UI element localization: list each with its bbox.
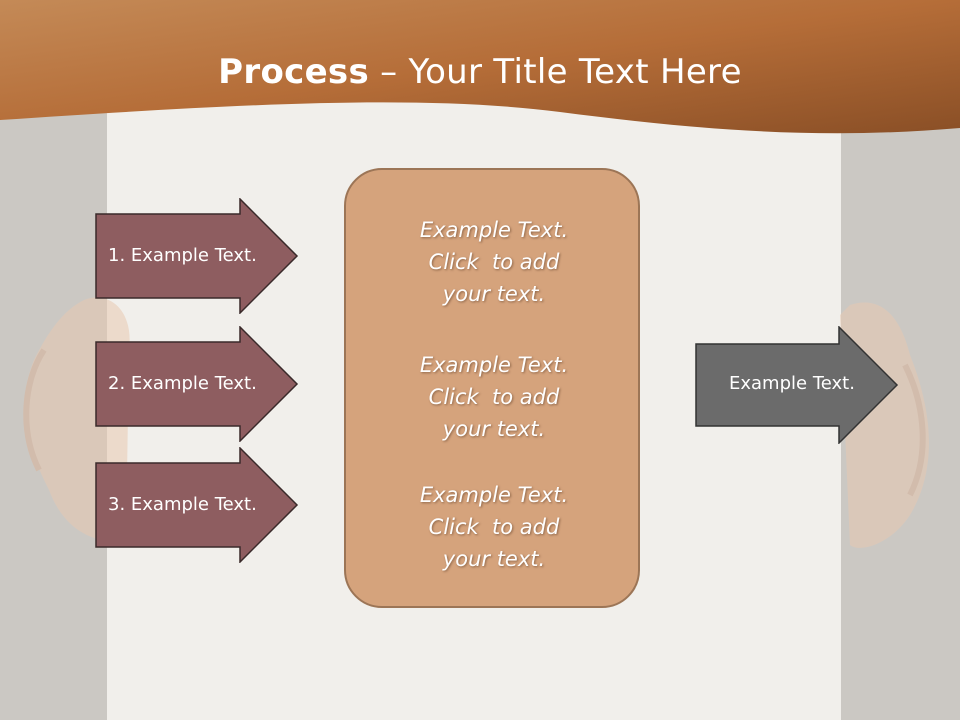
center-block-2-line1: Example Text. <box>419 353 569 377</box>
center-block-3-line1: Example Text. <box>419 483 569 507</box>
center-block-1-line1: Example Text. <box>419 218 569 242</box>
right-arrow-label: Example Text. <box>729 373 855 394</box>
title-rest: – Your Title Text Here <box>369 52 742 92</box>
page-title: Process – Your Title Text Here <box>0 52 960 92</box>
center-block-1: Example Text. Click to add your text. <box>346 214 642 310</box>
title-banner <box>0 0 960 134</box>
left-arrow-2[interactable] <box>95 326 300 442</box>
left-arrow-2-label: 2. Example Text. <box>108 373 257 394</box>
left-arrow-3-label: 3. Example Text. <box>108 494 257 515</box>
center-block-2: Example Text. Click to add your text. <box>346 349 642 445</box>
center-block-1-line3: your text. <box>442 282 546 306</box>
right-arrow[interactable] <box>695 326 900 444</box>
center-text-box[interactable]: Example Text. Click to add your text. Ex… <box>344 168 640 608</box>
center-block-2-line3: your text. <box>442 417 546 441</box>
center-block-3-line3: your text. <box>442 547 546 571</box>
center-block-2-line2: Click to add <box>428 385 560 409</box>
center-block-3-line2: Click to add <box>428 515 560 539</box>
left-arrow-3[interactable] <box>95 447 300 563</box>
center-block-3: Example Text. Click to add your text. <box>346 479 642 575</box>
left-arrow-1[interactable] <box>95 198 300 314</box>
left-arrow-1-label: 1. Example Text. <box>108 245 257 266</box>
title-bold: Process <box>218 52 370 92</box>
center-block-1-line2: Click to add <box>428 250 560 274</box>
